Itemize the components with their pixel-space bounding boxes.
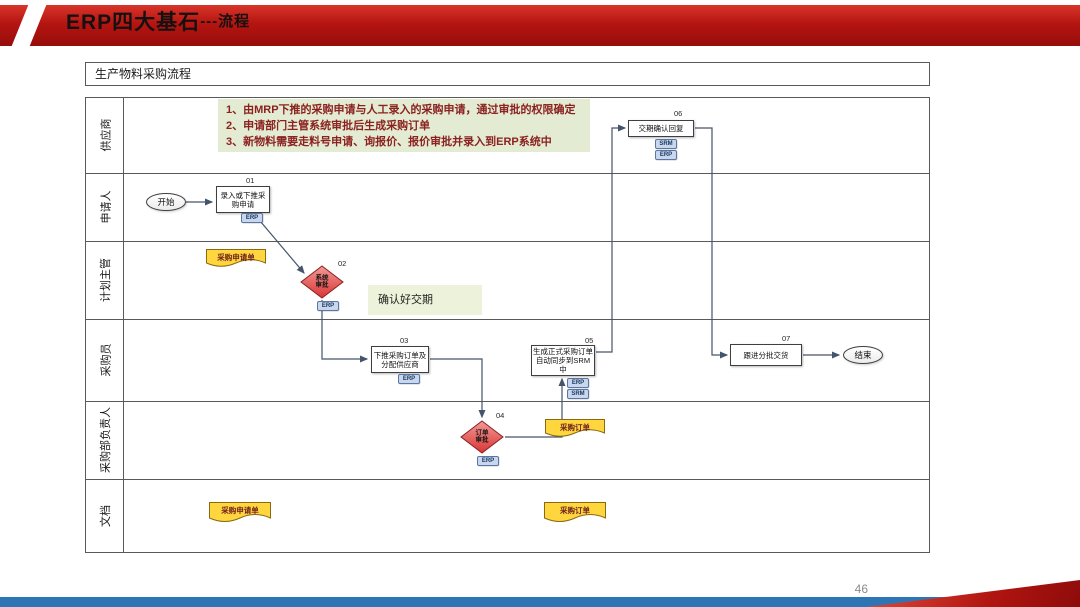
node-07-number: 07 [782, 334, 791, 343]
lane-label-column [86, 98, 124, 552]
flowchart-title: 生产物料采购流程 [95, 67, 192, 81]
lane-label-archive: 文档 [100, 505, 112, 527]
document-shape [209, 502, 271, 522]
delivery-confirmation-note: 确认好交期 [368, 285, 482, 315]
page-number: 46 [854, 582, 868, 596]
page-title: ERP四大基石---流程 [66, 0, 250, 41]
start-node: 开始 [146, 193, 186, 211]
lane-separator [86, 241, 929, 242]
end-label: 结束 [854, 350, 872, 360]
lane-label-applicant: 申请人 [100, 190, 112, 224]
node-01-label: 录入或下推采购申请 [220, 190, 266, 209]
process-note-line-3: 3、新物料需要走料号申请、询报价、报价审批并录入到ERP系统中 [226, 136, 552, 148]
node-04-label: 订单审批 [475, 429, 489, 444]
lane-separator [86, 401, 929, 402]
node-04-number: 04 [496, 411, 505, 420]
node-03-tag-erp: ERP [398, 374, 420, 384]
node-01: 录入或下推采购申请 [216, 186, 270, 213]
node-05-tag-erp: ERP [567, 378, 589, 388]
flowchart-title-bar: 生产物料采购流程 [85, 62, 930, 86]
process-note-line-2: 2、申请部门主管系统审批后生成采购订单 [226, 120, 431, 132]
node-01-number: 01 [246, 176, 255, 185]
node-02-tag-erp: ERP [317, 301, 339, 311]
process-note-line-1: 1、由MRP下推的采购申请与人工录入的采购申请，通过审批的权限确定 [226, 104, 576, 116]
delivery-note-text: 确认好交期 [378, 294, 433, 306]
node-06: 交期确认回复 [628, 120, 694, 137]
header-decoration [11, 5, 47, 46]
node-05-label: 生成正式采购订单自动同步到SRM中 [533, 347, 593, 374]
node-06-tag-erp: ERP [655, 150, 677, 160]
process-note: 1、由MRP下推的采购申请与人工录入的采购申请，通过审批的权限确定 2、申请部门… [218, 99, 590, 152]
node-05-number: 05 [585, 336, 594, 345]
lane-label-supplier: 供应商 [100, 118, 112, 152]
end-node: 结束 [843, 346, 883, 364]
document-label: 采购申请单 [221, 506, 259, 515]
document-purchase-order-archive: 采购订单 [544, 502, 606, 525]
page-title-main: ERP四大基石 [66, 10, 201, 34]
start-label: 开始 [157, 197, 175, 207]
document-label: 采购订单 [560, 506, 590, 515]
document-purchase-request-archive: 采购申请单 [209, 502, 271, 525]
node-04-decision: 订单审批 [460, 420, 504, 454]
diamond-shape [460, 420, 504, 454]
node-05-tag-srm: SRM [567, 389, 589, 399]
lane-label-planner: 计划主管 [100, 258, 112, 302]
lane-separator [86, 319, 929, 320]
node-06-tag-srm: SRM [655, 139, 677, 149]
node-02-number: 02 [338, 259, 347, 268]
lane-separator [86, 479, 929, 480]
slide-header [0, 5, 1080, 46]
node-01-tag-erp: ERP [241, 213, 263, 223]
node-07: 跟进分批交货 [730, 344, 802, 366]
lane-label-manager: 采购部负责人 [100, 407, 112, 473]
document-purchase-request-planner: 采购申请单 [206, 249, 266, 270]
node-03-number: 03 [400, 336, 409, 345]
swimlane-body: 供应商 申请人 计划主管 采购员 采购部负责人 文档 [85, 97, 930, 553]
document-shape [544, 502, 606, 522]
document-purchase-order-manager: 采购订单 [545, 419, 605, 440]
document-label: 采购订单 [560, 423, 590, 432]
diamond-shape [300, 265, 344, 299]
node-07-label: 跟进分批交货 [743, 350, 789, 360]
footer-accent [866, 580, 1080, 607]
lane-separator [86, 173, 929, 174]
node-02-decision: 系统审批 [300, 265, 344, 299]
lane-label-buyer: 采购员 [100, 343, 112, 377]
node-02-label: 系统审批 [315, 274, 329, 289]
page-title-suffix: ---流程 [200, 13, 251, 30]
node-04-tag-erp: ERP [477, 456, 499, 466]
node-03-label: 下推采购订单及分配供应商 [373, 350, 427, 369]
document-label: 采购申请单 [217, 253, 255, 262]
node-03: 下推采购订单及分配供应商 [371, 346, 429, 373]
node-06-number: 06 [674, 109, 683, 118]
node-06-label: 交期确认回复 [638, 124, 684, 133]
footer-bar [0, 597, 1080, 607]
node-05: 生成正式采购订单自动同步到SRM中 [531, 345, 595, 376]
